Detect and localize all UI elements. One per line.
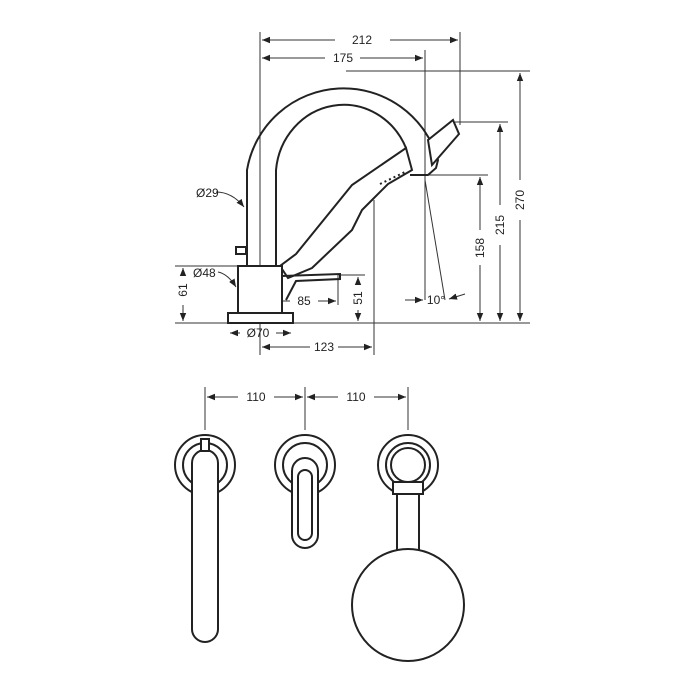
side-dimension-labels: 212 175 270 215 158 61 51 85 123 Ø29 Ø48… [176, 33, 527, 354]
mixer-top [274, 434, 336, 549]
side-view: 212 175 270 215 158 61 51 85 123 Ø29 Ø48… [175, 32, 530, 355]
top-view: 110 110 [174, 387, 465, 662]
spout-inner [275, 103, 407, 266]
dimension-lines [179, 36, 524, 351]
dim-dia-48: Ø48 [193, 266, 216, 280]
dim-dia-70: Ø70 [247, 326, 270, 340]
dim-123: 123 [314, 340, 334, 354]
diverter-top [174, 434, 236, 643]
faucet-side [227, 87, 461, 324]
handshower-handle [278, 146, 414, 280]
handshower-head [426, 118, 461, 168]
extension-lines [175, 32, 530, 355]
handshower-top [351, 434, 465, 662]
dim-angle-10: 10° [427, 293, 445, 307]
dim-158: 158 [473, 238, 487, 258]
dim-110-left: 110 [246, 390, 265, 404]
body-cylinder [237, 265, 283, 314]
lever-handle [281, 272, 341, 301]
dim-175: 175 [333, 51, 353, 65]
dim-215: 215 [493, 215, 507, 235]
dim-270: 270 [513, 190, 527, 210]
dim-212: 212 [352, 33, 372, 47]
dim-85: 85 [297, 294, 311, 308]
dim-61: 61 [176, 283, 190, 297]
dim-110-right: 110 [346, 390, 365, 404]
dim-51: 51 [351, 291, 365, 305]
base-plate [227, 312, 294, 324]
dim-dia-29: Ø29 [196, 186, 219, 200]
diverter-knob [235, 246, 247, 255]
